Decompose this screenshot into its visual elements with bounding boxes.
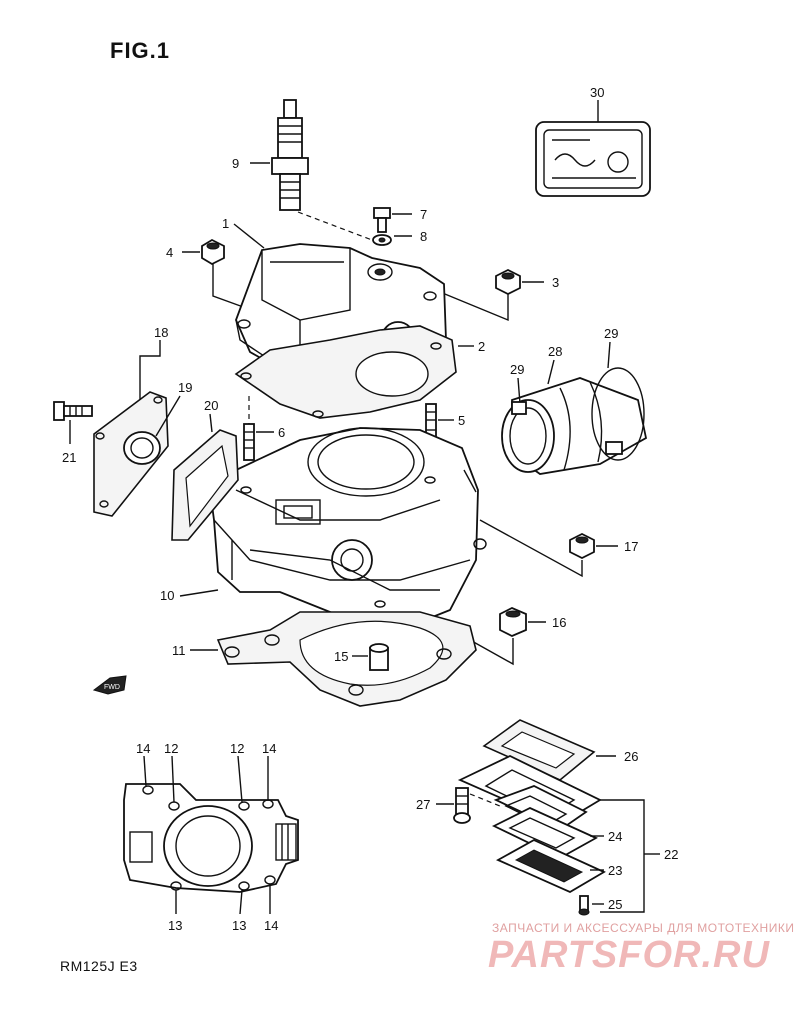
callout-29b: 29 xyxy=(510,362,524,377)
exhaust-cover-bolt[interactable] xyxy=(53,401,93,421)
callout-12-top-left: 12 xyxy=(164,741,178,756)
callout-28: 28 xyxy=(548,344,562,359)
callout-16: 16 xyxy=(552,615,566,630)
callout-13-bottom-left: 13 xyxy=(168,918,182,933)
callout-14-bottom: 14 xyxy=(264,918,278,933)
callout-30: 30 xyxy=(590,85,604,100)
cylinder-top-view xyxy=(123,783,299,893)
callout-12-top-right: 12 xyxy=(230,741,244,756)
callout-4: 4 xyxy=(166,245,173,260)
cylinder-head-gasket[interactable] xyxy=(234,325,457,419)
callout-17: 17 xyxy=(624,539,638,554)
cylinder[interactable] xyxy=(209,427,487,629)
callout-13-bottom-right: 13 xyxy=(232,918,246,933)
callout-7: 7 xyxy=(420,207,427,222)
exhaust-valve-cover[interactable] xyxy=(93,391,169,517)
callout-14-top-left: 14 xyxy=(136,741,150,756)
spark-plug[interactable] xyxy=(271,99,309,211)
cylinder-head-nut-right[interactable] xyxy=(495,268,521,296)
reed-stopper-screw[interactable] xyxy=(578,895,590,916)
callout-11: 11 xyxy=(172,643,186,658)
callout-14-top-right: 14 xyxy=(262,741,276,756)
callout-8: 8 xyxy=(420,229,427,244)
callout-20: 20 xyxy=(204,398,218,413)
intake-nut-lower[interactable] xyxy=(499,607,527,637)
head-washer[interactable] xyxy=(372,234,392,246)
callout-23: 23 xyxy=(608,863,622,878)
callout-9: 9 xyxy=(232,156,239,171)
figure-title: FIG.1 xyxy=(110,38,171,63)
reed-valve-stopper[interactable] xyxy=(495,838,606,894)
callout-2: 2 xyxy=(478,339,485,354)
callout-15: 15 xyxy=(334,649,348,664)
callout-27: 27 xyxy=(416,797,430,812)
intake-pipe[interactable] xyxy=(501,377,648,475)
fwd-arrow-icon xyxy=(92,675,127,695)
head-bolt[interactable] xyxy=(373,207,391,233)
callout-21: 21 xyxy=(62,450,76,465)
callout-6: 6 xyxy=(278,425,285,440)
callout-26: 26 xyxy=(624,749,638,764)
callout-3: 3 xyxy=(552,275,559,290)
intake-clamp[interactable] xyxy=(591,367,645,461)
reed-valve-bolt[interactable] xyxy=(453,787,471,824)
reed-valve-assembly[interactable] xyxy=(457,754,602,832)
callout-24: 24 xyxy=(608,829,622,844)
model-code: RM125J E3 xyxy=(60,958,138,974)
intake-nut-upper[interactable] xyxy=(569,532,595,560)
callout-5: 5 xyxy=(458,413,465,428)
fwd-arrow-label: FWD xyxy=(104,684,120,691)
callout-29a: 29 xyxy=(604,326,618,341)
cylinder-head-nut-left[interactable] xyxy=(201,238,225,266)
callout-18: 18 xyxy=(154,325,168,340)
watermark-brand: PARTSFOR.RU xyxy=(488,934,770,976)
intake-clamp-small[interactable] xyxy=(511,401,527,415)
watermark-caption: ЗАПЧАСТИ И АКСЕССУАРЫ ДЛЯ МОТОТЕХНИКИ xyxy=(492,921,795,935)
callout-25: 25 xyxy=(608,897,622,912)
exhaust-cover-gasket[interactable] xyxy=(171,429,239,541)
callout-22: 22 xyxy=(664,847,678,862)
callout-10: 10 xyxy=(160,588,174,603)
callout-19: 19 xyxy=(178,380,192,395)
dowel-pin[interactable] xyxy=(369,643,389,671)
cylinder-stud-short[interactable] xyxy=(243,423,255,461)
callout-1: 1 xyxy=(222,216,229,231)
gasket-set-bag[interactable] xyxy=(535,121,651,197)
